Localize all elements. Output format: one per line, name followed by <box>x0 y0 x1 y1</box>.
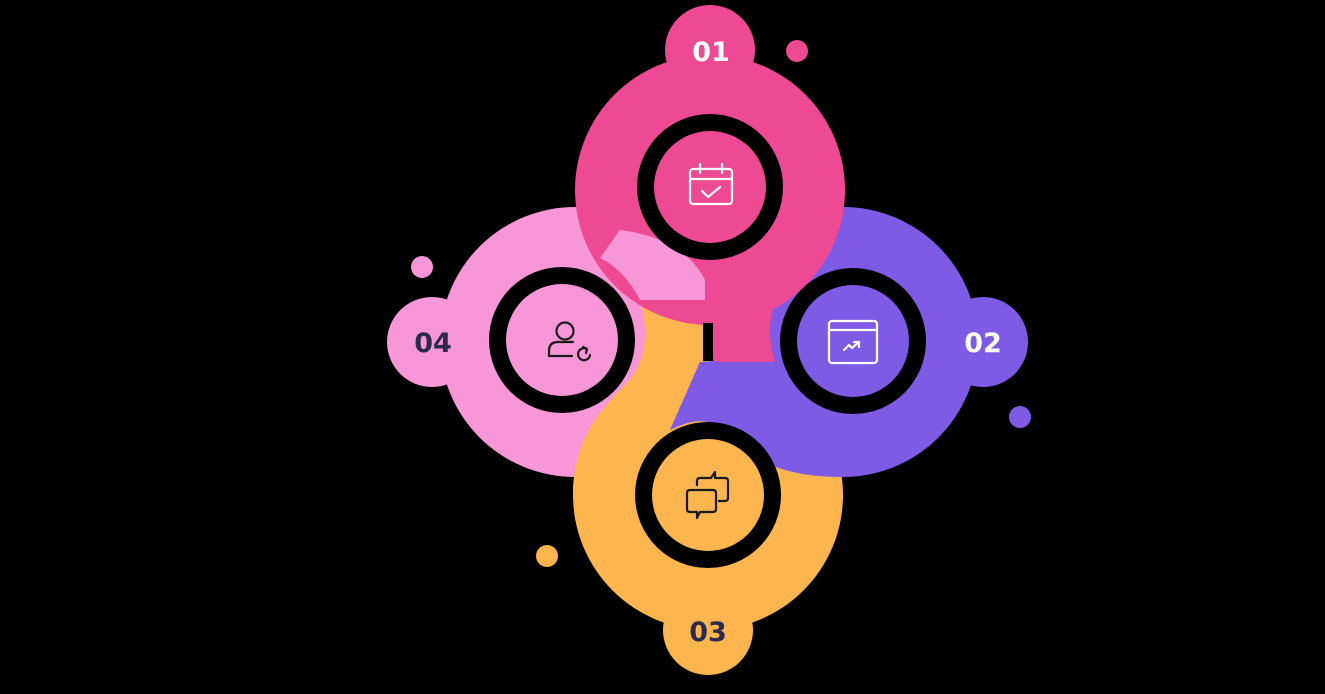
step-02-number: 02 <box>964 328 1002 359</box>
decor-dot-pink <box>786 40 808 62</box>
decor-dot-orange <box>536 545 558 567</box>
step-04-tail-overlap <box>600 230 705 300</box>
step-01-number: 01 <box>692 37 730 68</box>
decor-dot-purple <box>1009 406 1031 428</box>
step-04-number: 04 <box>414 328 452 359</box>
step-03-icon-ring <box>635 422 781 568</box>
step-03-tail <box>573 300 708 495</box>
center-gap <box>703 323 713 361</box>
step-03-number: 03 <box>689 617 727 648</box>
step-01-icon-ring <box>637 114 783 260</box>
user-refresh-icon <box>547 321 592 362</box>
step-01-tail <box>709 190 845 362</box>
step-02-tail-overlap <box>670 361 790 440</box>
calendar-check-icon <box>688 162 734 206</box>
chat-bubbles-icon <box>685 470 730 520</box>
browser-chart-trend-icon <box>827 319 879 365</box>
step-02-icon-ring <box>780 268 926 414</box>
decor-dot-lightpink <box>411 256 433 278</box>
